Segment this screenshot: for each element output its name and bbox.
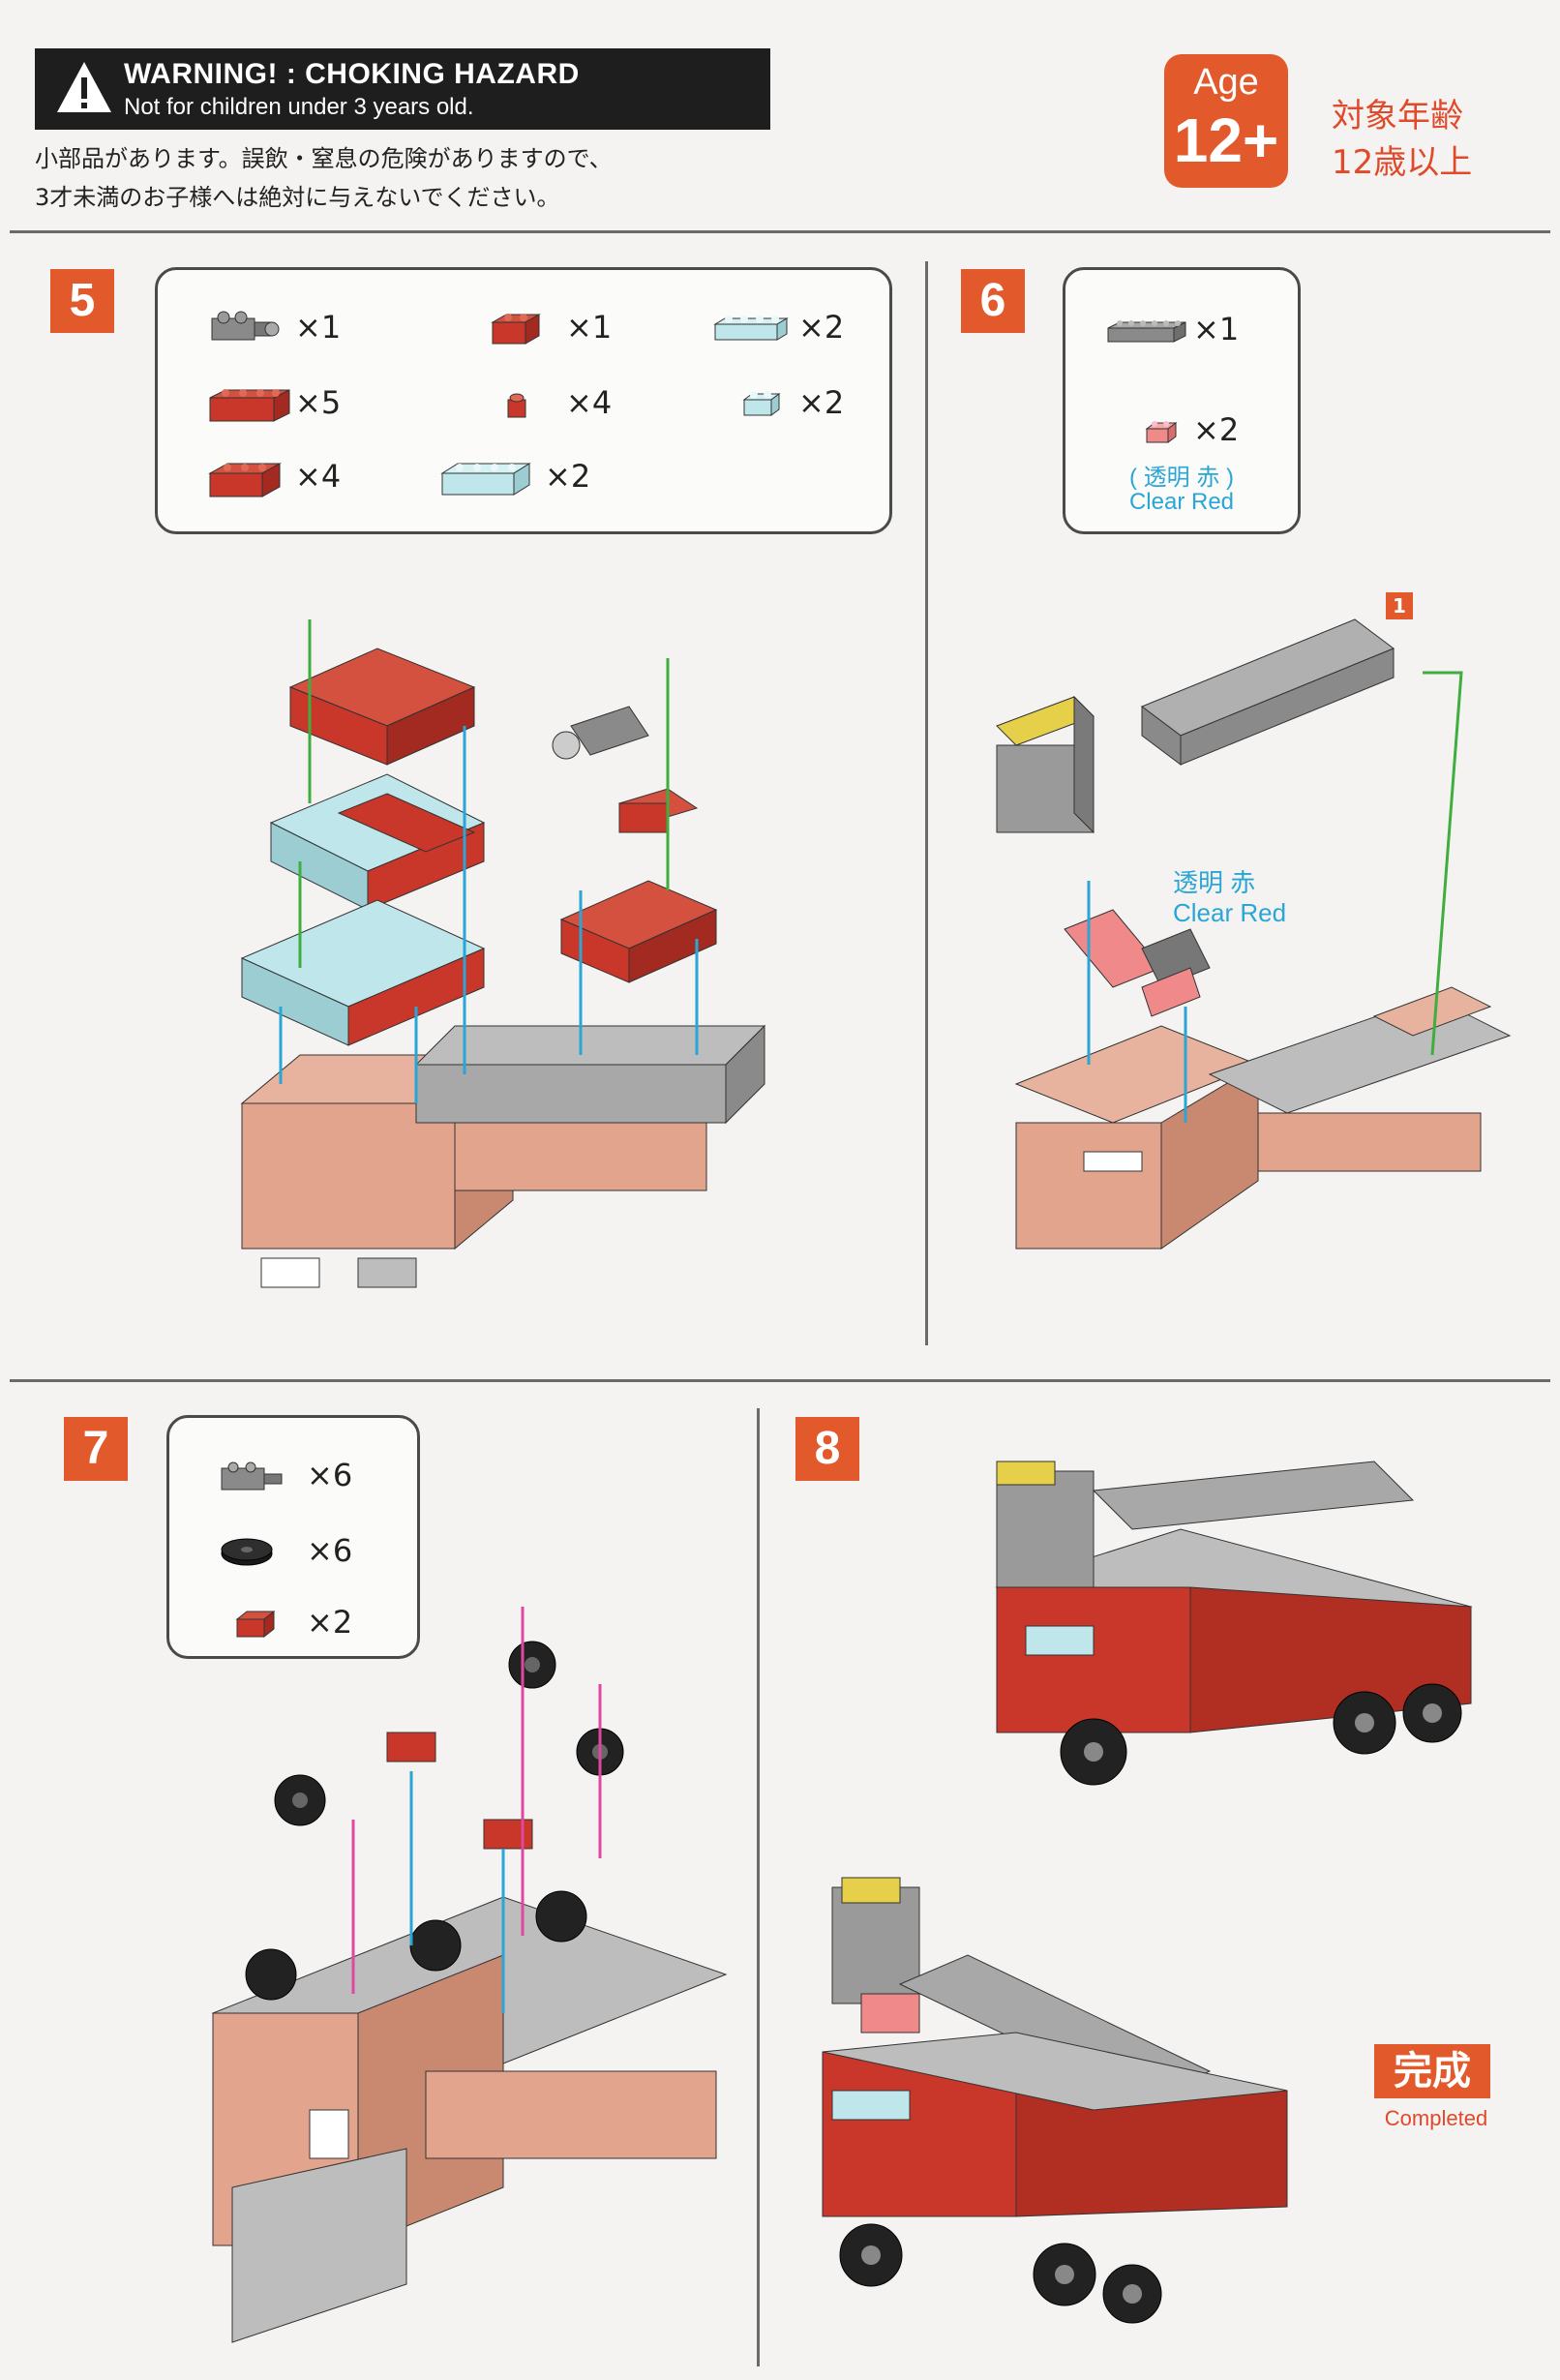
- step-5-part-qty: ×1: [295, 309, 342, 346]
- step-5-part: ×4: [206, 446, 371, 504]
- step-6-clear-red-note-jp: ( 透明 赤 ): [1129, 465, 1234, 491]
- black-wheel-icon: [221, 1538, 273, 1566]
- step-5-part-qty: ×5: [295, 384, 342, 421]
- upside-down-truck: [211, 1896, 728, 2343]
- step-5-part-qty: ×2: [545, 458, 591, 495]
- age-japanese-line2: 12歳以上: [1332, 143, 1473, 182]
- step-6-part-qty: ×1: [1193, 311, 1240, 347]
- step-5-part-qty: ×4: [566, 384, 613, 421]
- step-5-assembly-illustration: [240, 619, 766, 1288]
- step-5-part: ×4: [477, 373, 642, 431]
- red-2x4-brick-icon: [209, 389, 290, 422]
- middle-layer: [269, 773, 486, 911]
- clear-red-1x2-brick-icon: [1145, 421, 1178, 443]
- warning-triangle-icon: [57, 62, 111, 112]
- completed-label-en: Completed: [1384, 2106, 1488, 2130]
- step-6-arrows: [1087, 671, 1463, 1123]
- step-6-number: 6: [961, 269, 1025, 333]
- red-top-plate: [288, 648, 476, 766]
- age-label: Age: [1193, 62, 1259, 103]
- gray-axle-brick-icon: [221, 1461, 283, 1491]
- red-2x3-brick-icon: [208, 463, 282, 497]
- step-6-part: ×1: [1104, 299, 1269, 357]
- step-7-part: ×6: [218, 1445, 382, 1503]
- upper-column-divider: [925, 261, 928, 1345]
- step-7-part-qty: ×6: [307, 1532, 353, 1569]
- warning-title: WARNING! : CHOKING HAZARD: [124, 58, 580, 90]
- lower-layer: [240, 899, 486, 1046]
- step-6-part-qty: ×2: [1193, 411, 1240, 448]
- step-6-callout-en: Clear Red: [1173, 898, 1287, 927]
- step-7-part: ×2: [218, 1592, 382, 1650]
- step-5-parts-box: ×1 ×5 ×4 ×1 ×4 ×2 ×2 ×2: [155, 267, 892, 534]
- step-7-part-qty: ×6: [307, 1457, 353, 1493]
- step-5-part-qty: ×1: [566, 309, 613, 346]
- step-5-part: ×1: [477, 297, 642, 355]
- red-1x1-brick-icon: [507, 393, 526, 418]
- step-8-number: 8: [795, 1417, 859, 1481]
- choking-hazard-warning: WARNING! : CHOKING HAZARD Not for childr…: [35, 48, 770, 130]
- step-5-part: ×2: [709, 297, 874, 355]
- middle-divider: [10, 1379, 1550, 1382]
- assembly-arrows: [279, 619, 699, 1103]
- step-5-part-qty: ×4: [295, 458, 342, 495]
- step-6-clear-red-note-en: Clear Red: [1128, 489, 1235, 515]
- header-divider: [10, 230, 1550, 233]
- ladder-arm: [996, 618, 1395, 834]
- step-5-part: ×5: [206, 373, 371, 431]
- japanese-warning-line1: 小部品があります。誤飲・窒息の危険がありますので、: [35, 145, 613, 172]
- step-7-part-qty: ×2: [307, 1604, 353, 1641]
- warning-subtitle: Not for children under 3 years old.: [124, 94, 474, 120]
- step-5-part: ×2: [438, 446, 603, 504]
- step-6-part: ×2: [1104, 400, 1269, 458]
- age-value: 12+: [1173, 105, 1279, 175]
- light-blue-1x2-brick-icon: [742, 391, 781, 416]
- gray-1x6-brick-icon: [1107, 320, 1186, 343]
- age-japanese: 対象年齢 12歳以上: [1332, 93, 1525, 186]
- japanese-warning-line2: 3才未満のお子様へは絶対に与えないでください。: [35, 184, 560, 211]
- step-6-callout-number: 1: [1386, 592, 1413, 619]
- step-5-number: 5: [50, 269, 114, 333]
- completed-label-jp: 完成: [1374, 2044, 1490, 2098]
- light-blue-1x4-brick-icon: [713, 316, 789, 341]
- step-6-parts-box: ×1 ×2 ( 透明 赤 ) Clear Red: [1063, 267, 1301, 534]
- completed-truck-front-view: [995, 1461, 1473, 1786]
- step-7-arrows: [351, 1607, 602, 2013]
- light-blue-2x4-brick-icon: [440, 463, 531, 496]
- japanese-warning: 小部品があります。誤飲・窒息の危険がありますので、 3才未満のお子様へは絶対に与…: [35, 139, 770, 217]
- red-bricks: [386, 1732, 533, 1850]
- step-6-callout-jp: 透明 赤: [1173, 868, 1256, 897]
- step-7-part: ×6: [218, 1521, 382, 1579]
- step-5-part: ×1: [206, 297, 371, 355]
- step-5-part-qty: ×2: [798, 384, 845, 421]
- step-7-number: 7: [64, 1417, 128, 1481]
- step-7-assembly-illustration: [211, 1607, 728, 2343]
- red-1x2-brick-icon: [235, 1610, 276, 1639]
- completed-truck-rear-view: [822, 1877, 1288, 2324]
- step-5-part: ×2: [709, 373, 874, 431]
- truck-base: [240, 1024, 766, 1288]
- age-badge: Age 12+: [1164, 54, 1288, 188]
- right-stack: [552, 706, 718, 983]
- step-6-assembly-illustration: [996, 618, 1512, 1250]
- step-5-part-qty: ×2: [798, 309, 845, 346]
- lower-column-divider: [757, 1408, 760, 2366]
- step-7-parts-box: ×6 ×6 ×2: [166, 1415, 420, 1659]
- age-japanese-line1: 対象年齢: [1332, 97, 1463, 136]
- gray-hinge-brick-icon: [211, 311, 280, 341]
- red-2x2-brick-icon: [491, 314, 541, 345]
